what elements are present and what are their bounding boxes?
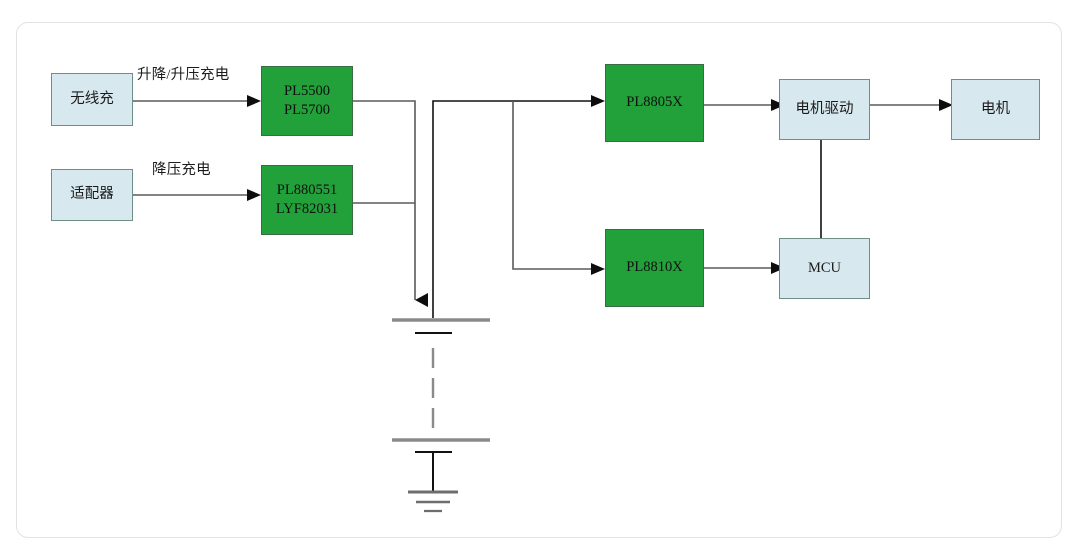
node-charger-boost-line2: PL5700: [284, 102, 330, 118]
node-mcu[interactable]: MCU: [779, 238, 870, 299]
node-charger-boost[interactable]: PL5500 PL5700: [261, 66, 353, 136]
node-motor-driver-label: 电机驱动: [795, 100, 854, 117]
edge-label-boost-charge: 升降/升压充电: [137, 67, 230, 83]
node-pl8810x-label: PL8810X: [626, 259, 683, 276]
node-charger-boost-line1: PL5500: [284, 82, 330, 99]
node-adapter-label: 适配器: [70, 186, 114, 203]
node-wireless-charge[interactable]: 无线充: [51, 73, 133, 126]
node-motor-driver[interactable]: 电机驱动: [779, 79, 870, 140]
node-charger-buck-line1: PL880551: [276, 181, 338, 198]
node-charger-buck-line2: LYF82031: [275, 201, 339, 217]
edge-label-buck-charge: 降压充电: [152, 162, 211, 178]
node-motor[interactable]: 电机: [951, 79, 1040, 140]
node-mcu-label: MCU: [807, 259, 842, 276]
node-motor-label: 电机: [981, 100, 1010, 117]
diagram-frame: [16, 22, 1062, 538]
node-adapter[interactable]: 适配器: [51, 169, 133, 221]
node-pl8805x-label: PL8805X: [626, 94, 683, 111]
node-pl8805x[interactable]: PL8805X: [605, 64, 704, 142]
node-pl8810x[interactable]: PL8810X: [605, 229, 704, 307]
node-charger-buck[interactable]: PL880551 LYF82031: [261, 165, 353, 235]
node-wireless-charge-label: 无线充: [70, 90, 114, 107]
